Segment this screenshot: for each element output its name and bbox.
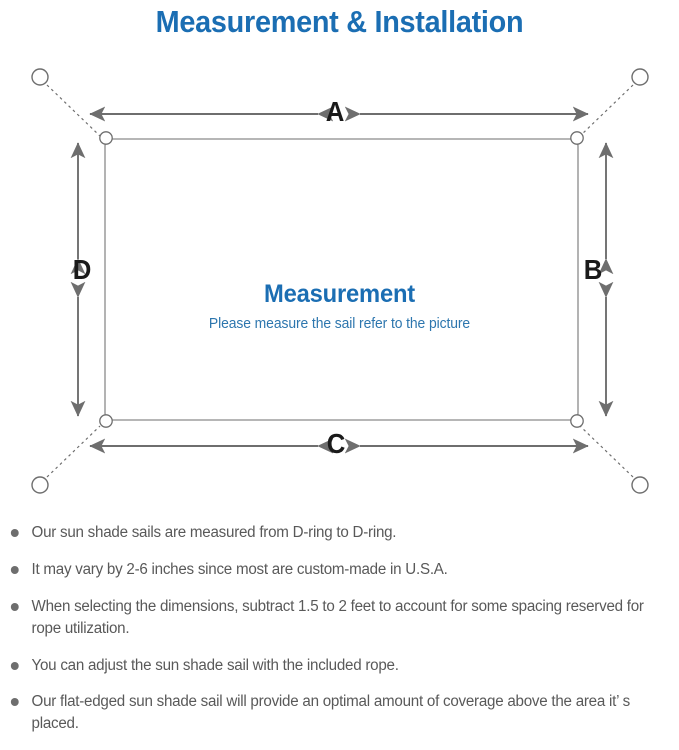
- note-text: When selecting the dimensions, subtract …: [31, 597, 644, 637]
- notes-list: Our sun shade sails are measured from D-…: [0, 522, 679, 750]
- list-item: Our flat-edged sun shade sail will provi…: [0, 691, 669, 735]
- list-item: Our sun shade sails are measured from D-…: [0, 522, 669, 544]
- d-ring-top-right: [570, 131, 584, 145]
- rope-top-right: [579, 84, 634, 137]
- d-ring-top-left: [99, 131, 113, 145]
- rope-bottom-left: [46, 425, 101, 478]
- rope-top-left: [46, 84, 101, 137]
- bullet-dot-icon: [10, 698, 19, 707]
- bullet-dot-icon: [10, 529, 19, 537]
- list-item: When selecting the dimensions, subtract …: [0, 596, 669, 640]
- bullet-dot-icon: [10, 602, 19, 611]
- bullet-dot-icon: [10, 565, 19, 574]
- sail-rectangle: [104, 138, 579, 421]
- note-text: It may vary by 2-6 inches since most are…: [31, 560, 448, 578]
- sun-shade-sail-measurement-diagram: A B C D Measurement Please measure the s…: [0, 44, 679, 514]
- anchor-ring-top-left: [31, 68, 49, 86]
- note-text: Our sun shade sails are measured from D-…: [31, 524, 397, 541]
- page-title: Measurement & Installation: [155, 4, 524, 39]
- list-item: You can adjust the sun shade sail with t…: [0, 655, 669, 677]
- rope-lines: [46, 84, 634, 478]
- list-item: It may vary by 2-6 inches since most are…: [0, 559, 669, 581]
- d-ring-bottom-right: [570, 414, 584, 428]
- note-text: Our flat-edged sun shade sail will provi…: [31, 693, 631, 733]
- bullet-dot-icon: [10, 661, 19, 670]
- note-text: You can adjust the sun shade sail with t…: [31, 656, 399, 674]
- anchor-ring-bottom-right: [631, 476, 649, 494]
- dimension-label-b: B: [583, 254, 603, 285]
- rope-bottom-right: [579, 425, 634, 478]
- diagram-svg: [31, 68, 649, 494]
- anchor-ring-top-right: [631, 68, 649, 86]
- sail-d-rings: [99, 131, 584, 428]
- dimension-label-c: C: [326, 428, 346, 459]
- dimension-label-a: A: [325, 96, 345, 127]
- d-ring-bottom-left: [99, 414, 113, 428]
- dimension-label-d: D: [72, 254, 92, 285]
- anchor-ring-bottom-left: [31, 476, 49, 494]
- anchor-rings: [31, 68, 649, 494]
